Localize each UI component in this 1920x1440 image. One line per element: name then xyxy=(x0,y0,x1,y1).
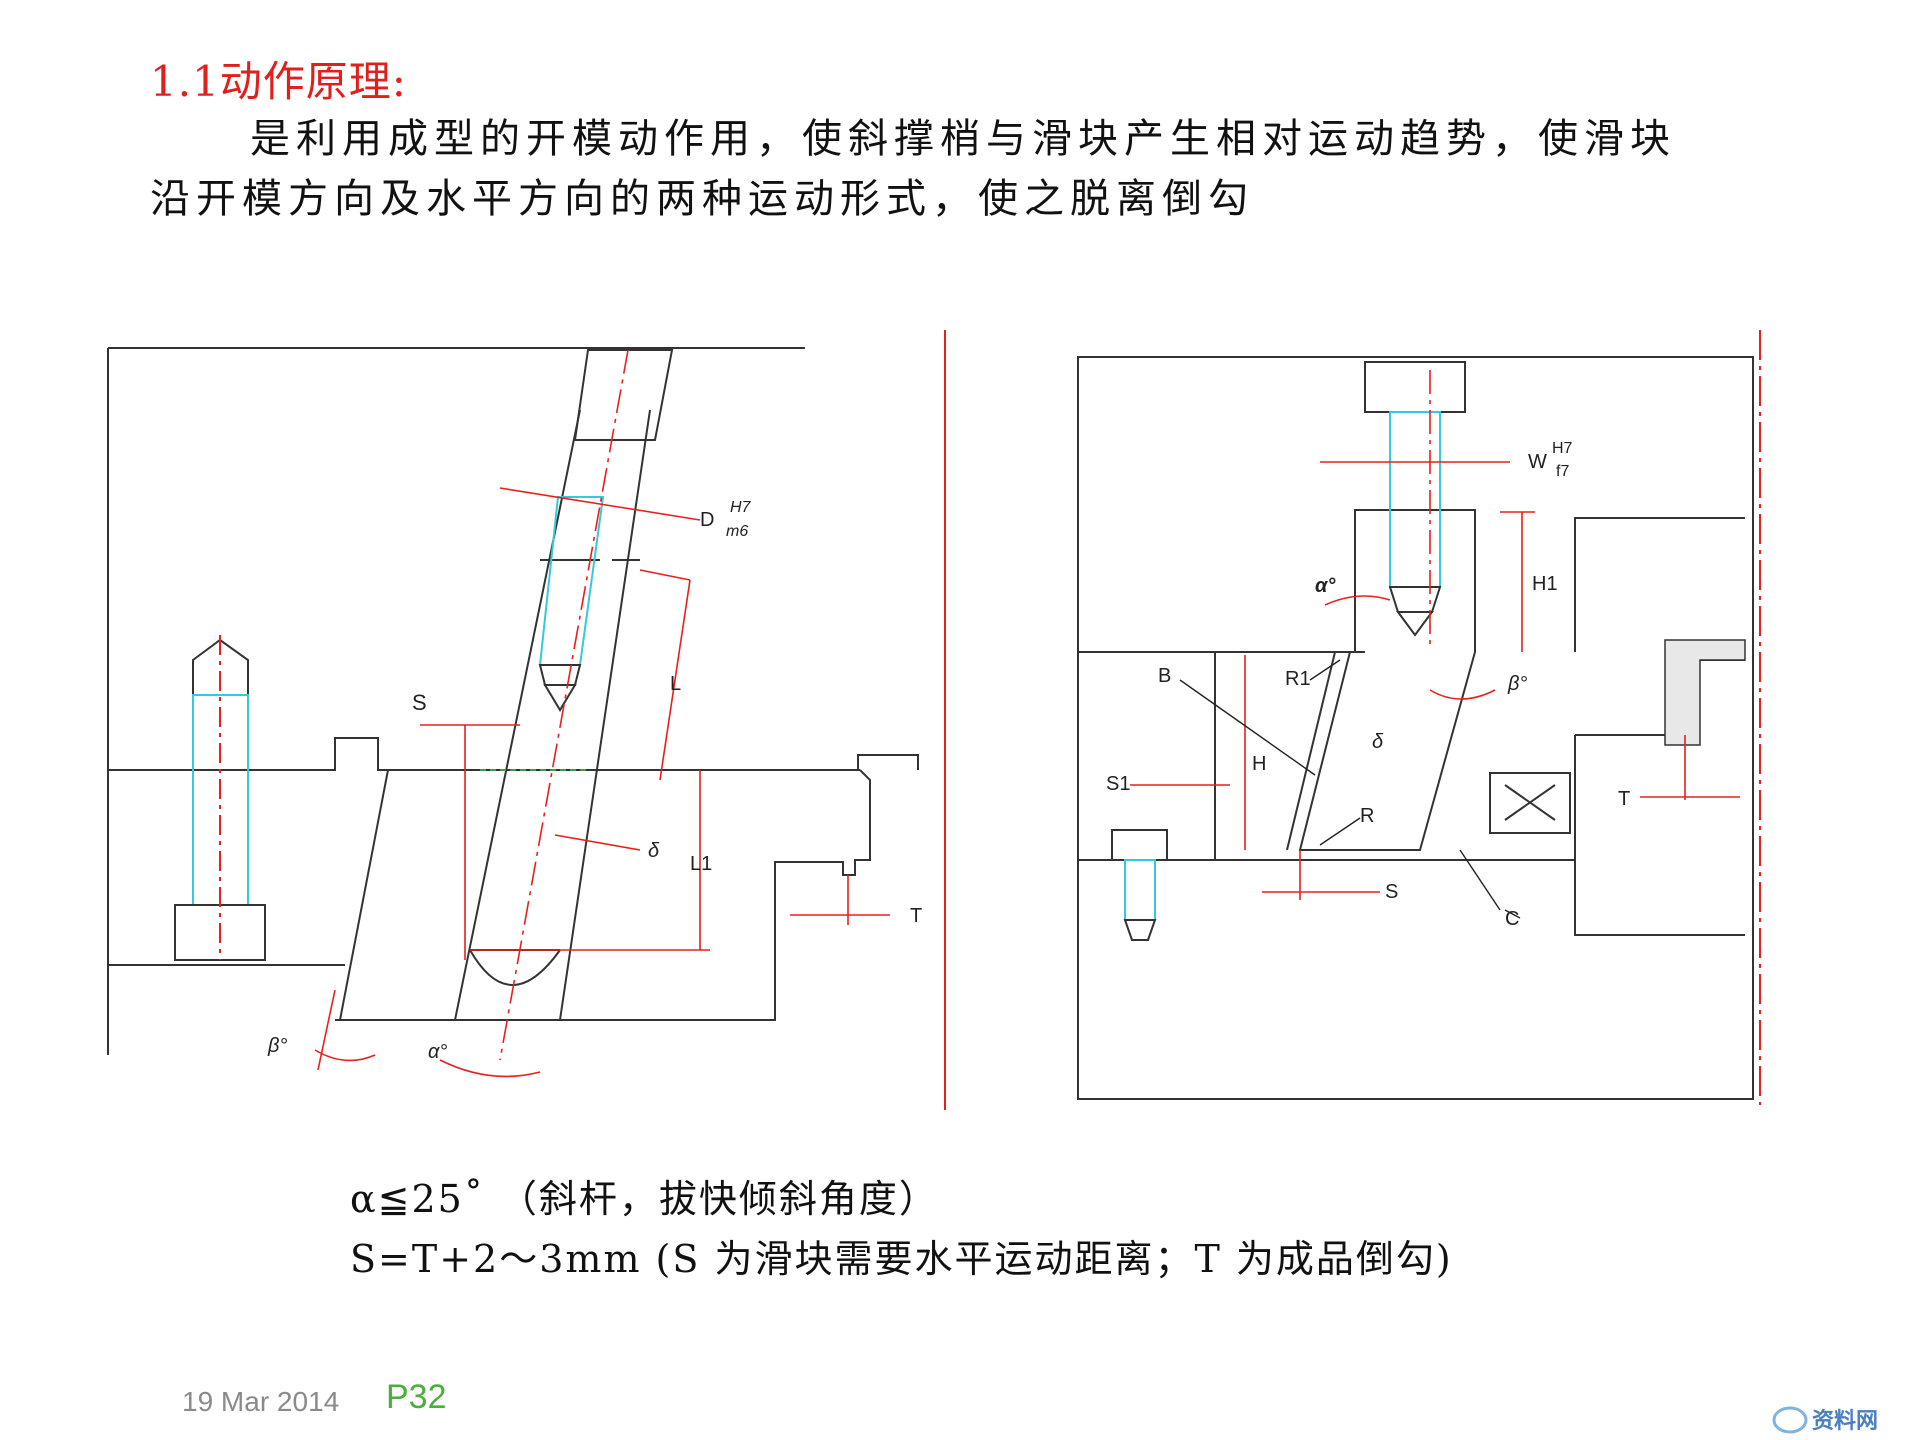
right-figure xyxy=(1077,356,1754,1100)
right-label-alpha: α° xyxy=(1315,575,1336,597)
right-label-s: S xyxy=(1385,881,1398,903)
formula-alpha: α≦25˚ （斜杆，拔快倾斜角度） xyxy=(350,1177,939,1221)
right-label-h1: H1 xyxy=(1532,573,1558,595)
right-leaders xyxy=(1179,659,1521,919)
right-label-c: C xyxy=(1505,908,1519,930)
left-label-l1: L1 xyxy=(690,853,712,875)
left-dimensions xyxy=(314,330,946,1110)
mold-diagram: S D H7 m6 L L1 δ T β° α° xyxy=(107,330,1761,1110)
right-label-r1: R1 xyxy=(1285,668,1311,690)
left-label-beta: β° xyxy=(267,1035,287,1057)
right-label-beta: β° xyxy=(1507,673,1527,695)
right-fit-den: f7 xyxy=(1556,463,1569,480)
left-label-d: D xyxy=(700,509,714,531)
left-label-s: S xyxy=(412,690,427,715)
right-label-w: W xyxy=(1528,451,1547,473)
right-label-h: H xyxy=(1252,753,1266,775)
right-label-s1: S1 xyxy=(1106,773,1130,795)
footer-date: 19 Mar 2014 xyxy=(182,1386,340,1417)
right-fit-num: H7 xyxy=(1552,440,1573,457)
left-label-t: T xyxy=(910,905,922,927)
left-label-l: L xyxy=(670,673,681,695)
left-label-delta: δ xyxy=(648,840,660,862)
right-label-r: R xyxy=(1360,805,1374,827)
paragraph-line-1: 是利用成型的开模动作用，使斜撑梢与滑块产生相对运动趋势，使滑块 xyxy=(250,116,1676,162)
left-fit-den: m6 xyxy=(726,523,748,540)
left-label-alpha: α° xyxy=(428,1041,447,1063)
paragraph-line-2: 沿开模方向及水平方向的两种运动形式，使之脱离倒勾 xyxy=(150,176,1254,222)
watermark-text: 资料网 xyxy=(1812,1408,1878,1433)
right-hatch xyxy=(1664,639,1746,746)
right-label-t: T xyxy=(1618,788,1630,810)
formula-s: S=T+2～3mm (S 为滑块需要水平运动距离；T 为成品倒勾) xyxy=(350,1237,1453,1281)
slide-title: 1.1动作原理: xyxy=(150,57,407,106)
footer-page-number: P32 xyxy=(386,1378,447,1416)
right-label-delta: δ xyxy=(1372,731,1384,753)
watermark-logo: 资料网 xyxy=(1772,1406,1878,1434)
left-figure xyxy=(107,347,919,1055)
right-label-b: B xyxy=(1158,665,1171,687)
right-dimensions xyxy=(1130,330,1761,1105)
left-fit-num: H7 xyxy=(730,499,752,516)
watermark-swirl-icon xyxy=(1772,1406,1808,1434)
